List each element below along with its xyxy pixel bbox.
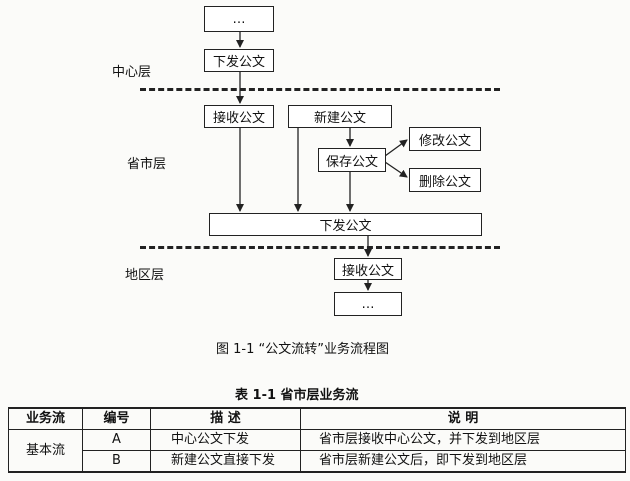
- row-id: B: [82, 450, 151, 473]
- province-save-document-box: 保存公文: [318, 148, 386, 172]
- row-description: 中心公文下发: [150, 429, 301, 451]
- table-row: 基本流 A 中心公文下发 省市层接收中心公文，并下发到地区层: [8, 429, 626, 473]
- top-ellipsis-box: …: [204, 6, 274, 32]
- row-id: A: [82, 429, 151, 451]
- center-issue-document-box: 下发公文: [204, 49, 274, 72]
- layer-label-region: 地区层: [125, 268, 165, 283]
- arrow-save-to-modify: [384, 139, 408, 157]
- header-id: 编号: [82, 407, 151, 430]
- layer-label-center: 中心层: [112, 65, 152, 80]
- header-description: 描 述: [150, 407, 301, 430]
- province-receive-document-box: 接收公文: [204, 105, 274, 128]
- business-flow-table: 业务流 编号 描 述 说 明 基本流 A 中心公文下发 省市层接收中心公文，并下…: [8, 407, 626, 473]
- table-title: 表 1-1 省市层业务流: [235, 388, 359, 403]
- bottom-ellipsis-box: …: [334, 292, 402, 316]
- province-issue-document-box: 下发公文: [209, 213, 482, 236]
- layer-label-province: 省市层: [127, 157, 167, 172]
- group-label-basic-flow: 基本流: [8, 429, 83, 473]
- row-description: 新建公文直接下发: [150, 450, 301, 473]
- province-new-document-box: 新建公文: [288, 105, 392, 128]
- layer-divider-center-province: [140, 88, 500, 91]
- table-header-row: 业务流 编号 描 述 说 明: [8, 407, 626, 430]
- layer-divider-province-region: [140, 246, 500, 249]
- arrow-save-to-delete: [384, 161, 408, 178]
- row-note: 省市层新建公文后，即下发到地区层: [300, 450, 626, 473]
- header-flow: 业务流: [8, 407, 83, 430]
- table-row: B 新建公文直接下发 省市层新建公文后，即下发到地区层: [8, 450, 626, 473]
- row-note: 省市层接收中心公文，并下发到地区层: [300, 429, 626, 451]
- region-receive-document-box: 接收公文: [334, 258, 402, 280]
- header-note: 说 明: [300, 407, 626, 430]
- figure-caption: 图 1-1 “公文流转”业务流程图: [216, 342, 389, 357]
- province-modify-document-box: 修改公文: [409, 127, 481, 151]
- province-delete-document-box: 删除公文: [409, 168, 481, 192]
